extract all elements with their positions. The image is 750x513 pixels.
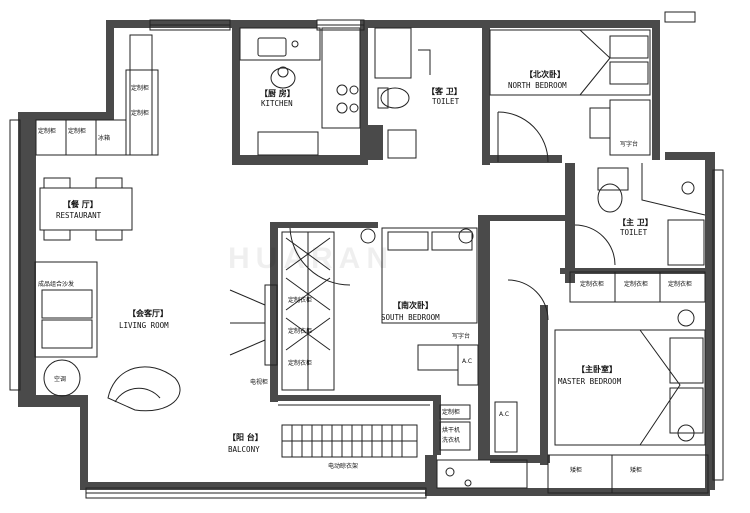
kitchen <box>239 27 361 156</box>
north-bedroom-furniture <box>489 29 651 163</box>
north-bedroom-label-en: NORTH BEDROOM <box>508 81 567 90</box>
living-room-furniture <box>34 261 278 412</box>
dryer-label: 烘干机 <box>442 426 460 434</box>
guest-toilet-fixtures <box>374 27 431 159</box>
master-wardrobe-label-1: 定制衣柜 <box>580 280 604 288</box>
north-desk-label: 写字台 <box>620 140 638 148</box>
south-bedroom-label-cn: 【南次卧】 <box>393 300 433 310</box>
tall-cabinet-label-2: 定制柜 <box>131 109 149 117</box>
kitchen-label-en: KITCHEN <box>261 99 293 108</box>
balcony-label-cn: 【阳 台】 <box>228 432 263 442</box>
master-toilet-label-en: TOILET <box>620 228 648 237</box>
watermark-text: HUARAN <box>228 242 394 275</box>
dining-cabinet-label-1: 定制柜 <box>38 127 56 135</box>
south-ac-label: A.C <box>462 358 472 365</box>
master-toilet-fixtures <box>574 163 706 266</box>
balcony-fixtures <box>281 404 472 487</box>
north-bedroom-label-cn: 【北次卧】 <box>525 69 565 79</box>
living-room-label-en: LIVING ROOM <box>119 321 169 330</box>
kitchen-label-cn: 【厨 房】 <box>260 88 295 98</box>
washer-label: 洗衣机 <box>442 436 460 444</box>
wardrobe-label-1: 定制衣柜 <box>288 296 312 304</box>
master-ac-label: A.C <box>499 411 509 418</box>
guest-toilet-label-cn: 【客 卫】 <box>427 86 462 96</box>
master-bedroom-furniture <box>494 271 706 453</box>
south-desk-label: 写字台 <box>452 332 470 340</box>
walls <box>18 20 715 496</box>
restaurant-label-cn: 【餐 厅】 <box>63 199 98 209</box>
dining-cabinet-label-2: 定制柜 <box>68 127 86 135</box>
guest-toilet-label-en: TOILET <box>432 97 460 106</box>
bay-cabinet-label-2: 矮柜 <box>630 466 642 474</box>
tall-cabinet-label-1: 定制柜 <box>131 84 149 92</box>
south-bedroom-label-en: SOUTH BEDROOM <box>381 313 440 322</box>
master-wardrobe-label-2: 定制衣柜 <box>624 280 648 288</box>
south-bedroom-furniture <box>281 227 479 391</box>
balcony-label-en: BALCONY <box>228 445 260 454</box>
wardrobe-label-3: 定制衣柜 <box>288 359 312 367</box>
master-bedroom-label-en: MASTER BEDROOM <box>558 377 622 386</box>
dining-area <box>35 34 159 241</box>
room-labels: 【厨 房】 KITCHEN 【客 卫】 TOILET 【北次卧】 NORTH B… <box>56 69 653 454</box>
sofa-label: 成品组合沙发 <box>38 280 74 288</box>
balcony-cabinet-label: 定制柜 <box>442 408 460 416</box>
bay-cabinet-label-1: 矮柜 <box>570 466 582 474</box>
drying-rack-label: 电动晾衣架 <box>328 462 358 470</box>
fridge-label: 冰箱 <box>98 134 110 142</box>
master-wardrobe-label-3: 定制衣柜 <box>668 280 692 288</box>
fixture-labels: 定制柜 定制柜 冰箱 定制柜 定制柜 成品组合沙发 空调 电视柜 定制衣柜 定制… <box>38 84 692 474</box>
living-room-label-cn: 【会客厅】 <box>128 308 168 318</box>
air-conditioner-label: 空调 <box>54 375 66 383</box>
wardrobe-label-2: 定制衣柜 <box>288 327 312 335</box>
master-bedroom-label-cn: 【主卧室】 <box>577 364 617 374</box>
master-toilet-label-cn: 【主 卫】 <box>618 217 653 227</box>
tv-cabinet-label: 电视柜 <box>250 378 268 386</box>
outlines <box>9 11 724 499</box>
restaurant-label-en: RESTAURANT <box>56 211 102 220</box>
